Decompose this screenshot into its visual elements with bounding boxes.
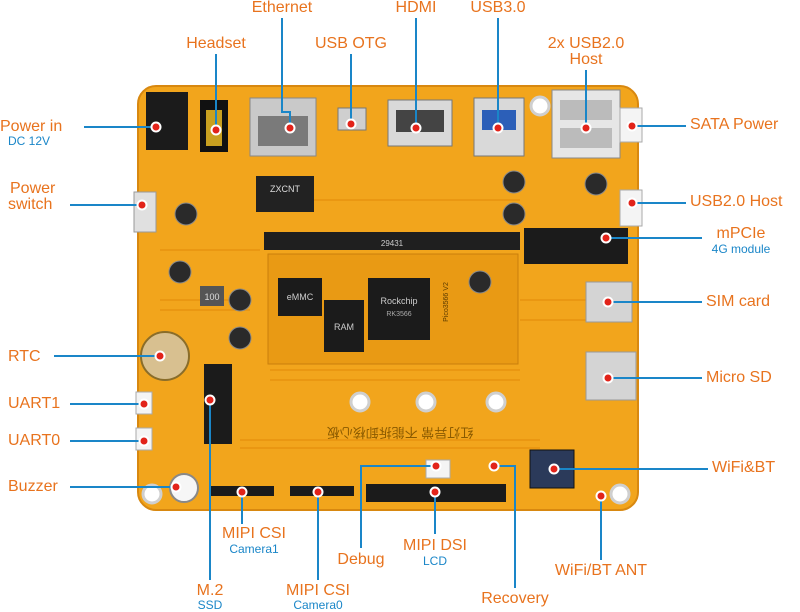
- chip-soc-part: RK3566: [386, 311, 411, 318]
- board-silk-text: 红灯异常 不能拆卸核心板: [327, 425, 474, 440]
- label-sim-card: SIM card: [706, 293, 771, 310]
- label-usb-otg: USB OTG: [314, 35, 388, 52]
- marker-power-switch: [136, 199, 148, 211]
- label-sata-power: SATA Power: [690, 116, 779, 133]
- marker-mipi-dsi: [429, 486, 441, 498]
- marker-uart0: [138, 435, 150, 447]
- label-mipi-csi-0-sub: Camera0: [293, 598, 343, 612]
- label-recovery: Recovery: [481, 590, 549, 607]
- chip-ram-text: RAM: [334, 322, 354, 332]
- marker-ethernet: [284, 122, 296, 134]
- inductor-text: 100: [204, 292, 219, 302]
- label-mpcie: mPCIe: [716, 225, 766, 242]
- chip-emmc: [278, 278, 322, 316]
- label-usb2-dual-l2: Host: [569, 51, 603, 68]
- label-micro-sd: Micro SD: [706, 369, 772, 386]
- label-mpcie-sub: 4G module: [711, 242, 771, 256]
- leader-recovery: [494, 465, 516, 588]
- marker-wifi-bt-ant: [595, 490, 607, 502]
- marker-mpcie: [600, 232, 612, 244]
- label-headset: Headset: [186, 35, 246, 52]
- label-mipi-dsi-sub: LCD: [422, 554, 448, 568]
- som-slot: [264, 232, 520, 250]
- marker-mipi-csi-0: [312, 486, 324, 498]
- marker-usb2-host: [626, 197, 638, 209]
- marker-wifi-bt: [548, 463, 560, 475]
- marker-hdmi: [410, 122, 422, 134]
- label-wifi-bt: WiFi&BT: [712, 459, 776, 476]
- marker-usb-otg: [345, 118, 357, 130]
- marker-usb3: [492, 122, 504, 134]
- marker-debug: [430, 460, 442, 472]
- label-mipi-csi-0: MIPI CSI: [285, 582, 351, 599]
- chip-emmc-text: eMMC: [287, 292, 314, 302]
- pcb-traces: [160, 199, 600, 449]
- label-mipi-dsi: MIPI DSI: [402, 537, 468, 554]
- label-power-switch-l2: switch: [8, 196, 53, 213]
- marker-uart1: [138, 398, 150, 410]
- marker-micro-sd: [602, 372, 614, 384]
- label-mipi-csi-1-sub: Camera1: [229, 542, 279, 556]
- marker-rtc: [154, 350, 166, 362]
- marker-buzzer: [170, 481, 182, 493]
- label-usb3: USB3.0: [470, 0, 526, 16]
- label-uart1: UART1: [8, 395, 61, 412]
- marker-power-in: [150, 121, 162, 133]
- label-m2: M.2: [196, 582, 224, 599]
- chip-soc-text: Rockchip: [380, 296, 417, 306]
- power-jack: [146, 92, 188, 150]
- label-usb2-dual-l1: 2x USB2.0: [547, 35, 625, 52]
- capacitors: [168, 170, 608, 350]
- leader-ethernet: [281, 18, 291, 128]
- label-hdmi: HDMI: [395, 0, 437, 16]
- som-slot-silk: 29431: [381, 239, 404, 248]
- chip-soc: [368, 278, 430, 340]
- label-power-in-sub: DC 12V: [8, 134, 51, 148]
- marker-headset: [210, 124, 222, 136]
- mpcie-slot: [524, 228, 628, 264]
- label-debug: Debug: [337, 551, 385, 568]
- marker-usb2-dual: [580, 122, 592, 134]
- marker-m2: [204, 394, 216, 406]
- marker-sim-card: [602, 296, 614, 308]
- label-rtc: RTC: [8, 348, 41, 365]
- label-uart0: UART0: [8, 432, 61, 449]
- label-mipi-csi-1: MIPI CSI: [221, 525, 287, 542]
- label-wifi-bt-ant: WiFi/BT ANT: [554, 562, 648, 579]
- label-m2-sub: SSD: [197, 598, 223, 612]
- chip-ram: [324, 300, 364, 352]
- som-silk: Pico3566 V2: [443, 282, 450, 322]
- label-buzzer: Buzzer: [8, 478, 58, 495]
- label-power-in: Power in: [0, 118, 63, 135]
- eth-magnetics-text: ZXCNT: [270, 184, 300, 194]
- leader-debug: [360, 465, 436, 548]
- marker-sata-power: [626, 120, 638, 132]
- label-ethernet: Ethernet: [251, 0, 313, 16]
- marker-mipi-csi-1: [236, 486, 248, 498]
- label-usb2-host: USB2.0 Host: [690, 193, 783, 210]
- label-power-switch-l1: Power: [10, 180, 56, 197]
- marker-recovery: [488, 460, 500, 472]
